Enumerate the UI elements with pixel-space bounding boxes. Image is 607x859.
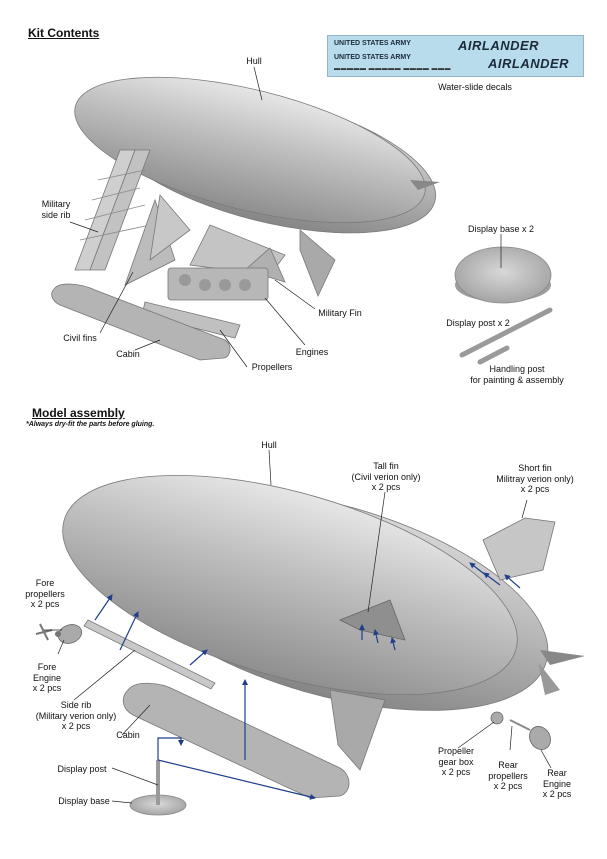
kit-hull-label: Hull [246,56,262,66]
kit-handling-post [477,345,510,365]
kit-handling-post-label: Handling post for painting & assembly [470,364,564,385]
kit-civil-fins [124,194,191,286]
assembly-gearbox-engine [490,711,551,750]
kit-military-side-rib [74,149,151,271]
assembly-cabin [122,682,350,799]
dry-fit-note: *Always dry-fit the parts before gluing. [26,421,155,428]
kit-propellers-label: Propellers [251,362,293,372]
assembly-tall-fin [339,599,406,641]
kit-contents-title: Kit Contents [28,26,100,40]
kit-military-fin-label: Military Fin [318,308,362,318]
kit-display-post [459,307,553,358]
assembly-display-stand [129,760,187,816]
kit-cabin-label: Cabin [116,349,140,359]
kit-engines [167,267,269,301]
decal-army-text-1: UNITED STATES ARMY [334,40,411,47]
fore-propellers-label: Fore propellers x 2 pcs [25,578,65,609]
kit-civil-fins-label: Civil fins [63,333,97,343]
rear-engine-label: Rear Engine x 2 pcs [542,768,572,799]
short-fin-label: Short fin Militray verion only) x 2 pcs [496,463,574,494]
assembly-hull-label: Hull [261,440,277,450]
propeller-gear-box-label: Propeller gear box x 2 pcs [437,746,475,777]
kit-display-base-label: Display base x 2 [467,224,535,234]
decal-sheet: UNITED STATES ARMY UNITED STATES ARMY ▬▬… [327,35,584,77]
assembly-arrows [94,562,521,800]
assembly-display-base-label: Display base [58,796,110,806]
kit-military-side-rib-label: Military side rib [41,199,71,220]
assembly-short-fin [482,517,556,581]
assembly-leader-lines [44,449,552,804]
kit-cabin [51,283,231,361]
decals-caption: Water-slide decals [438,82,512,92]
assembly-cabin-label: Cabin [116,730,140,740]
decal-airlander-logo-2: AIRLANDER [488,56,570,71]
decal-id-strip: ▬▬▬▬▬ ▬▬▬▬▬ ▬▬▬▬ ▬▬▬ [334,66,452,72]
decal-army-text-2: UNITED STATES ARMY [334,54,411,61]
assembly-fore-engine [55,624,83,644]
side-rib-label: Side rib (Military verion only) x 2 pcs [35,700,117,731]
assembly-fore-propeller [35,623,53,641]
decal-airlander-logo-1: AIRLANDER [458,38,540,53]
tall-fin-label: Tall fin (Civil verion only) x 2 pcs [351,461,421,492]
fore-engine-label: Fore Engine x 2 pcs [32,662,62,693]
kit-display-post-label: Display post x 2 [446,318,510,328]
kit-leader-lines [69,66,502,368]
model-assembly-title: Model assembly [32,406,125,420]
kit-hull-drawing [74,76,440,298]
assembly-display-post-label: Display post [57,764,107,774]
rear-propellers-label: Rear propellers x 2 pcs [488,760,528,791]
kit-engines-label: Engines [295,347,329,357]
kit-display-base [454,246,552,304]
assembly-side-rib [83,619,216,690]
